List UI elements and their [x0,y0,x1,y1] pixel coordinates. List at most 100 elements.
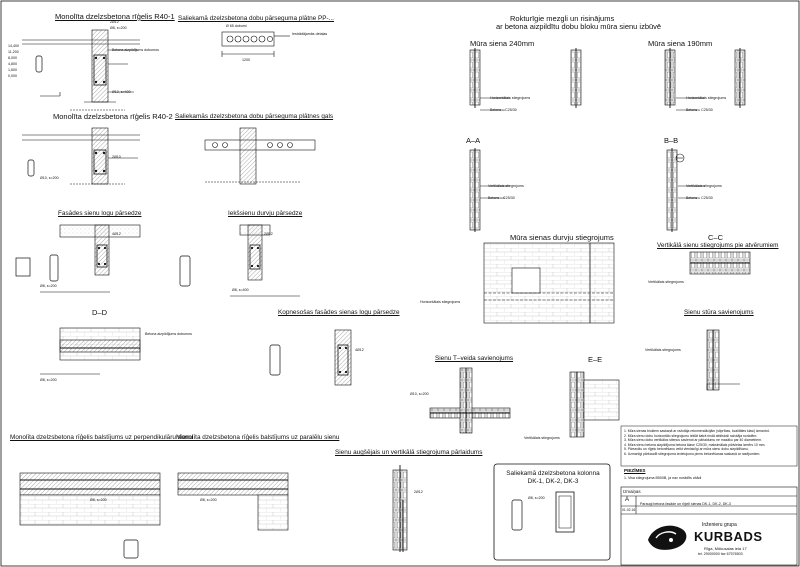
notes-block [620,425,798,467]
company-name: KURBADS [694,529,763,544]
label-concrete-190: Betons – C25/30 [686,108,713,112]
label-dim-4800: 4,800 [8,62,17,66]
notes-after: 1. Visa stiegrojuma B500B, ja nav norādī… [624,476,702,480]
label-stirrup-r40-2: Ø10, s=200 [40,176,59,180]
detail-r40-1 [22,29,140,111]
label-door-rebar: 2Ø12 [264,232,273,236]
title-column: Saliekamā dzelzsbetona kolonna DK-1, DK-… [506,470,600,485]
label-rebar-12: Ø12, s=400 [112,90,131,94]
detail-r40-2 [22,127,140,185]
label-vrebar-aa: Vertikālais stiegrojums [488,184,524,188]
label-concrete-240: Betons – C25/30 [490,108,517,112]
title-reinforcement: Rokturīgie mezgli un risinājums [510,14,615,23]
label-perp-stirrup: Ø8, s=200 [90,498,107,502]
label-tjoin-rebar: Ø10, s=200 [410,392,429,396]
company-phone: tel. 29000000 fax 67576503 [698,552,743,556]
detail-inner-door [179,224,300,297]
notes-heading: PIEZĪMES [624,468,646,473]
label-pillar-vrebar: Vertikālais stiegrojums [645,348,681,352]
title-tjoin: Sienu T–veida savienojums [435,355,514,362]
label-slab-holes: Ø 65 dobumi [226,24,247,28]
detail-para [177,472,289,531]
detail-wall-sections [469,48,746,232]
label-cc-vrebar: Vertikālais stiegrojums [648,280,684,284]
label-filler: Betona aizpildījums dobumos [112,48,159,52]
title-facade-beam: Fasādes sienu logu pārsedze [58,210,142,217]
label-topjoin-rebar: 2Ø12 [414,490,423,494]
label-concrete-aa: Betons – C25/30 [488,196,515,200]
title-section-cc: C–C [708,233,724,242]
label-wall-hrebar: Horizontālais stiegrojums [420,300,461,304]
label-dim-8000: 8,000 [8,56,17,60]
detail-tjoin [429,367,511,434]
revision-description: Paraugi betona fasāde un rīģeļi sienas D… [640,502,731,506]
detail-wall-reinforcement [483,242,615,324]
title-wall-190: Mūra siena 190mm [648,39,713,48]
label-dim-0000: 0,000 [8,74,17,78]
detail-carrier [269,329,352,386]
label-dd-stirrup: Ø8, s=200 [40,378,57,382]
label-rebar-r40-2: 2Ø10 [112,155,121,159]
title-wall-reinforcement: Mūra sienas durvju stiegrojums [510,233,614,242]
note-5: 5. Pārsedžu un rīģeļu betonēšanu veikt v… [624,447,749,452]
title-r40-1: Monolīta dzelzsbetona rīģelis R40-1 [55,12,175,21]
detail-perp [19,472,161,559]
label-carrier-rebar: 4Ø12 [355,348,364,352]
title-section-bb: B–B [664,136,679,145]
detail-ee [569,371,620,438]
subtitle-cc: Vertikālā sienu stiegrojums pie atvērumi… [657,242,779,249]
note-4: 4. Mūra sienu betona aizpildījuma betona… [624,442,766,447]
title-block-frame [620,486,798,566]
note-3: 3. Mūra sienu dobu vertikālos stieņus sa… [624,438,762,443]
title-r40-2: Monolīta dzelzsbetona rīģelis R40-2 [53,112,173,121]
note-1: 1. Mūra sienas blokiem saskaņā ar ražotā… [624,429,770,433]
title-para: Monolīta dzelzsbetona rīģelis balstījums… [176,434,340,441]
title-carrier: Kopnesošas fasādes sienas logu pārsedze [278,309,400,316]
label-hrebar-240: Horizontālais stiegrojums [490,96,531,100]
detail-pillar [706,329,740,391]
label-embed: Iestrādājamās detaļas [292,32,328,36]
label-dim-1600: 1,600 [8,68,17,72]
company-tagline: Inženieru grupa [702,522,737,528]
note-2: 2. Mūra sienu dobu horizontālo stiegroju… [624,433,758,438]
label-column-stirrup: Ø8, s=200 [528,496,545,500]
detail-slab-end [204,127,316,185]
label-ee-vrebar: Vertikālais stiegrojums [524,436,560,440]
notes-text: 1. Mūra sienas blokiem saskaņā ar ražotā… [624,429,770,457]
label-dim-11200: 11,200 [8,50,19,54]
company-address: Rīga, Mūkusalas iela 17 [704,546,747,551]
label-stirrup: Ø8, s=200 [110,26,127,30]
title-perp: Monolīta dzelzsbetona rīģelis balstījums… [10,434,193,441]
title-section-aa: A–A [466,136,481,145]
title-inner-door: Iekšsienu durvju pārsedze [228,210,303,217]
detail-column [493,463,611,561]
label-dim-14400: 14,400 [8,44,19,48]
label-door-stirrup: Ø8, s=400 [232,288,249,292]
title-wall-240: Mūra siena 240mm [470,39,535,48]
label-concrete-bb: Betons – C25/30 [686,196,713,200]
label-para-stirrup: Ø8, s=200 [200,498,217,502]
detail-facade-beam [15,224,141,293]
label-vrebar-bb: Vertikālais stiegrojums [686,184,722,188]
title-pillar: Sienu stūra savienojums [684,309,754,316]
detail-slab-pp [221,31,290,57]
label-slab-width: 1200 [242,58,250,62]
label-rebar-top: 2Ø12 [110,20,119,24]
label-facade-rebar: 4Ø12 [112,232,121,236]
note-6: 6. Uzmanīgi pārbaudīt stiegrojuma izviet… [624,451,761,456]
revision-letter: A [625,497,630,503]
title-section-dd: D–D [92,308,108,317]
label-dd-filler: Betona aizpildījums dobumos [145,332,192,336]
detail-dd [40,327,141,375]
title-top-join: Sienu augšējais un vertikālā stiegrojuma… [335,449,483,456]
title-slab-pp: Saliekamā dzelzsbetona dobu pārseguma pl… [178,15,334,22]
revisions-label: Izmaiņas [623,489,641,494]
detail-top-join [392,465,408,552]
subtitle-reinforcement: ar betona aizpildītu dobu bloku mūra sie… [496,22,662,31]
company-logo [648,525,687,550]
label-hrebar-190: Horizontālais stiegrojums [686,96,727,100]
label-facade-stirrup: Ø8, s=200 [40,284,57,288]
detail-cc [689,251,751,275]
